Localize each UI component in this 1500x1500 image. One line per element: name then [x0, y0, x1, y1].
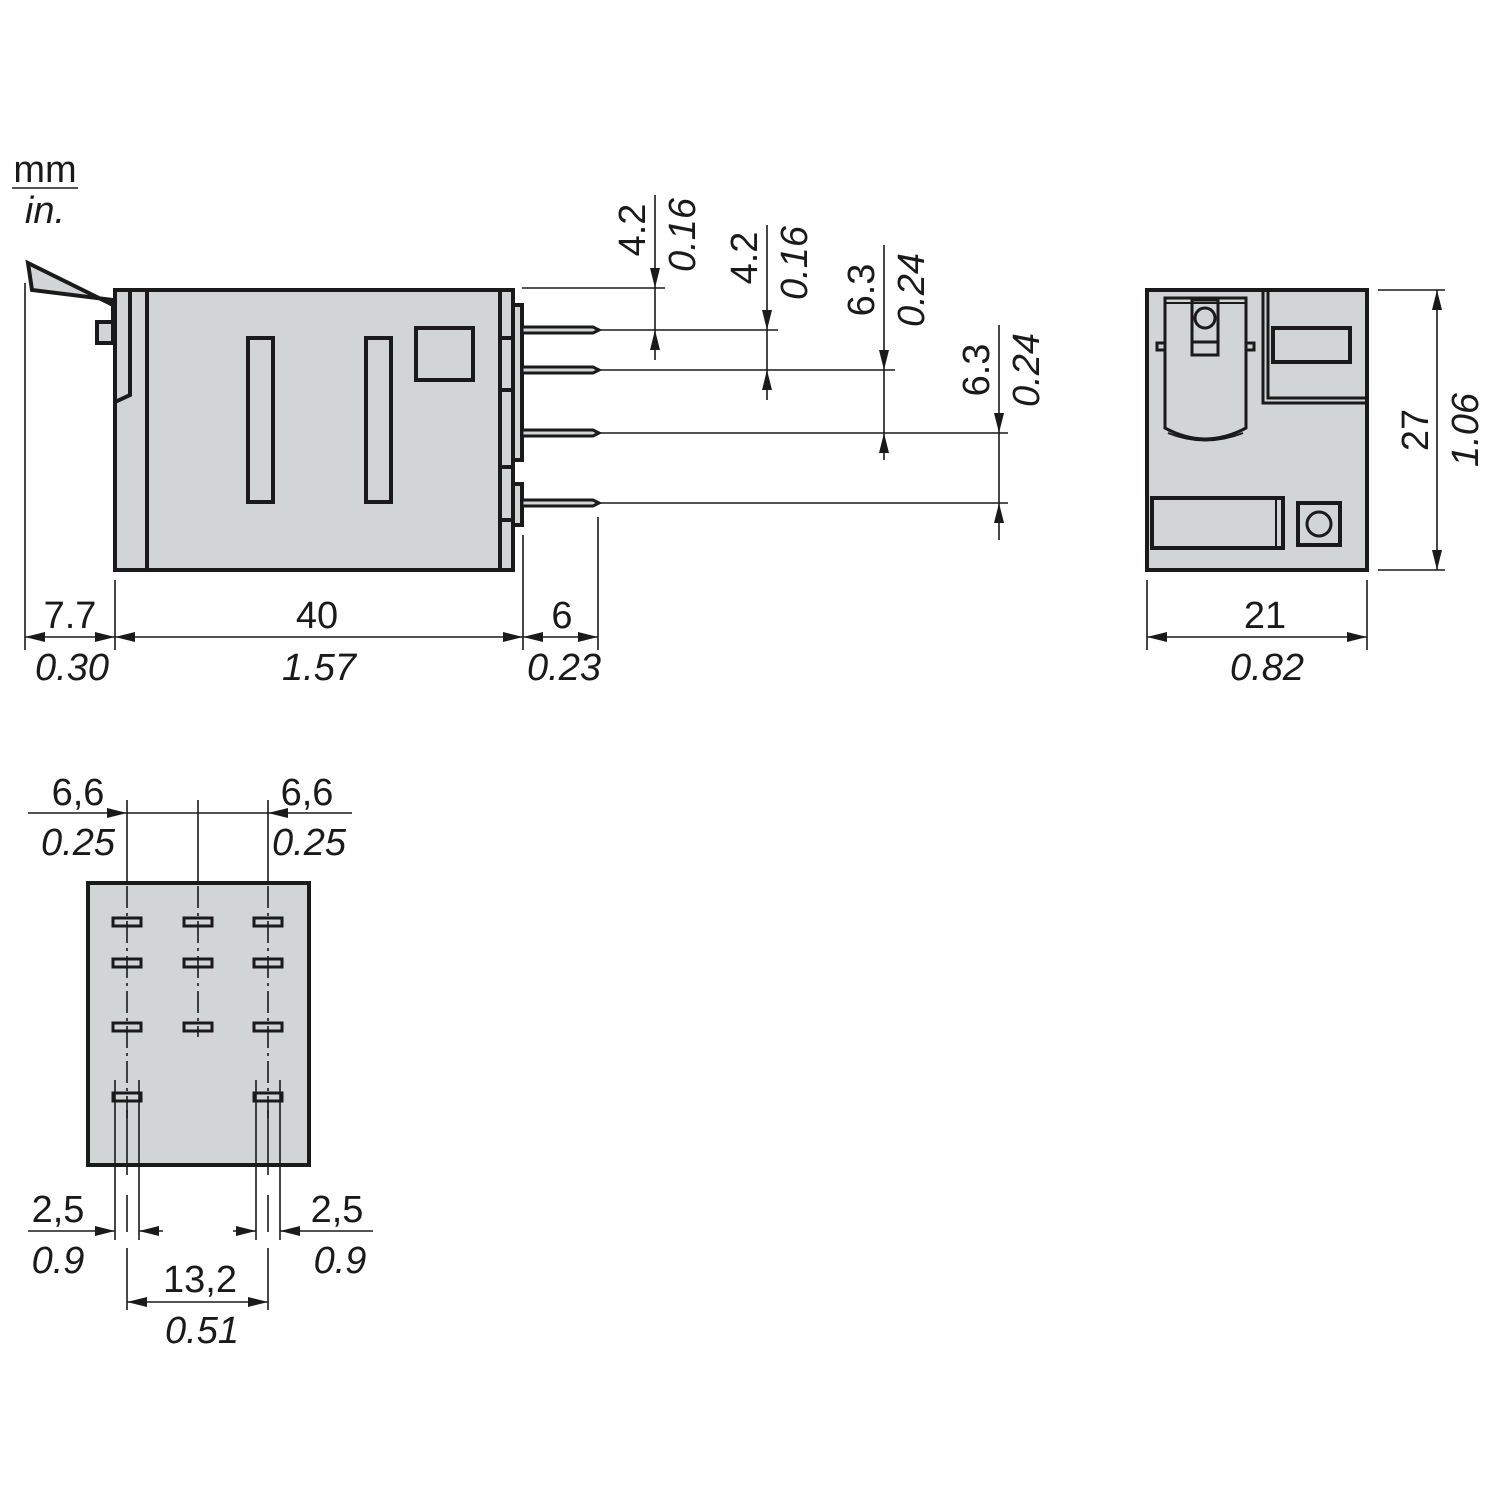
- pin-slot: [111, 1091, 143, 1103]
- pin-slot: [252, 1091, 284, 1103]
- dim-body-mm: 40: [296, 595, 338, 637]
- dim-pin-in: 0.23: [527, 647, 601, 689]
- unit-mm: mm: [13, 149, 76, 191]
- bottom-view: 6,6 0.25 6,6 0.25 2,5 0.9 2,5 0.9 13,2 0…: [28, 772, 373, 1352]
- label-area: [1271, 326, 1352, 364]
- pin: [520, 365, 603, 375]
- units-legend: mm in.: [12, 149, 78, 232]
- dim-width-mm: 21: [1244, 595, 1286, 637]
- dim-pitch-left-in: 0.25: [41, 822, 116, 864]
- pins: [520, 325, 603, 508]
- vent-slot: [246, 336, 275, 504]
- pin-carrier-upper: [511, 303, 524, 462]
- dim-pin-mm: 6: [551, 595, 572, 637]
- pin: [520, 428, 603, 438]
- dim-pitch-left-mm: 6,6: [52, 772, 105, 814]
- dim-pitch4-in: 0.24: [1006, 333, 1048, 407]
- dim-overall-in: 0.30: [35, 647, 109, 689]
- dim-pitch3-mm: 6.3: [841, 264, 883, 317]
- dim-pinwidth-right-in: 0.9: [314, 1240, 367, 1282]
- dim-height-mm: 27: [1395, 409, 1437, 451]
- dim-height-in: 1.06: [1445, 392, 1487, 467]
- pin-slot: [111, 1021, 143, 1033]
- pin-slot: [111, 916, 143, 928]
- coil-housing: [1163, 296, 1248, 441]
- dim-body-in: 1.57: [282, 647, 358, 689]
- pin: [520, 498, 603, 508]
- release-lever: [25, 259, 115, 345]
- pin-slot: [252, 957, 284, 969]
- pin: [520, 325, 603, 335]
- dim-pinwidth-right-mm: 2,5: [311, 1189, 364, 1231]
- dim-overall-mm: 7.7: [44, 595, 97, 637]
- dim-pitch-right-mm: 6,6: [281, 772, 334, 814]
- pin-slot: [182, 1021, 214, 1033]
- dim-pitch-right-in: 0.25: [272, 822, 347, 864]
- dim-pinwidth-left-in: 0.9: [32, 1240, 85, 1282]
- dim-pitch3-in: 0.24: [891, 253, 933, 327]
- test-button: [1190, 298, 1220, 357]
- dim-outer-in: 0.51: [165, 1310, 239, 1352]
- marker-slot: [1150, 496, 1285, 550]
- dim-pitch1-in: 0.16: [662, 197, 704, 272]
- relay-body-front: [1145, 288, 1369, 572]
- indicator-window: [414, 326, 475, 382]
- dim-outer-mm: 13,2: [163, 1259, 237, 1301]
- pin-slot: [182, 916, 214, 928]
- front-view: 27 1.06 21 0.82: [1145, 288, 1487, 689]
- pin-slot: [252, 1021, 284, 1033]
- pin-slot: [182, 957, 214, 969]
- dim-pitch2-in: 0.16: [774, 225, 816, 300]
- dim-pinwidth-left-mm: 2,5: [32, 1189, 85, 1231]
- unit-in: in.: [25, 190, 65, 232]
- dim-pitch2-mm: 4.2: [724, 232, 766, 285]
- pin-slots: [111, 916, 284, 1103]
- pin-slot: [111, 957, 143, 969]
- dim-pitch4-mm: 6.3: [956, 344, 998, 397]
- pin-slot: [252, 916, 284, 928]
- relay-body-side: [113, 288, 515, 572]
- dim-width-in: 0.82: [1230, 647, 1304, 689]
- dim-pitch1-mm: 4.2: [612, 204, 654, 257]
- vent-slot: [364, 336, 393, 504]
- side-view: 7.7 0.30 40 1.57 6 0.23 4.2 0.16 4.2 0.1…: [24, 195, 1048, 689]
- led-window: [1296, 501, 1342, 547]
